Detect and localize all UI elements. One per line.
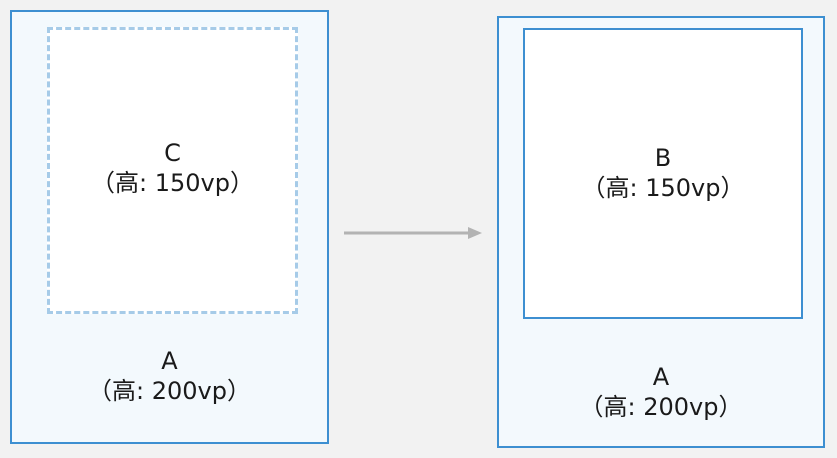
transition-arrow-icon bbox=[344, 227, 482, 239]
right-inner-label: B （高: 150vp） bbox=[523, 143, 803, 203]
right-inner-height: （高: 150vp） bbox=[581, 174, 745, 202]
right-outer-height: （高: 200vp） bbox=[579, 393, 743, 421]
left-outer-name: A bbox=[161, 347, 178, 375]
right-inner-box-b bbox=[523, 28, 803, 319]
left-inner-box-c bbox=[47, 27, 298, 314]
right-outer-label: A （高: 200vp） bbox=[497, 362, 825, 422]
left-inner-height: （高: 150vp） bbox=[91, 169, 254, 197]
right-outer-name: A bbox=[652, 363, 670, 391]
left-outer-label: A （高: 200vp） bbox=[10, 346, 329, 406]
left-inner-name: C bbox=[164, 139, 181, 167]
left-outer-height: （高: 200vp） bbox=[88, 377, 251, 405]
right-inner-name: B bbox=[654, 144, 672, 172]
left-inner-label: C （高: 150vp） bbox=[47, 138, 298, 198]
